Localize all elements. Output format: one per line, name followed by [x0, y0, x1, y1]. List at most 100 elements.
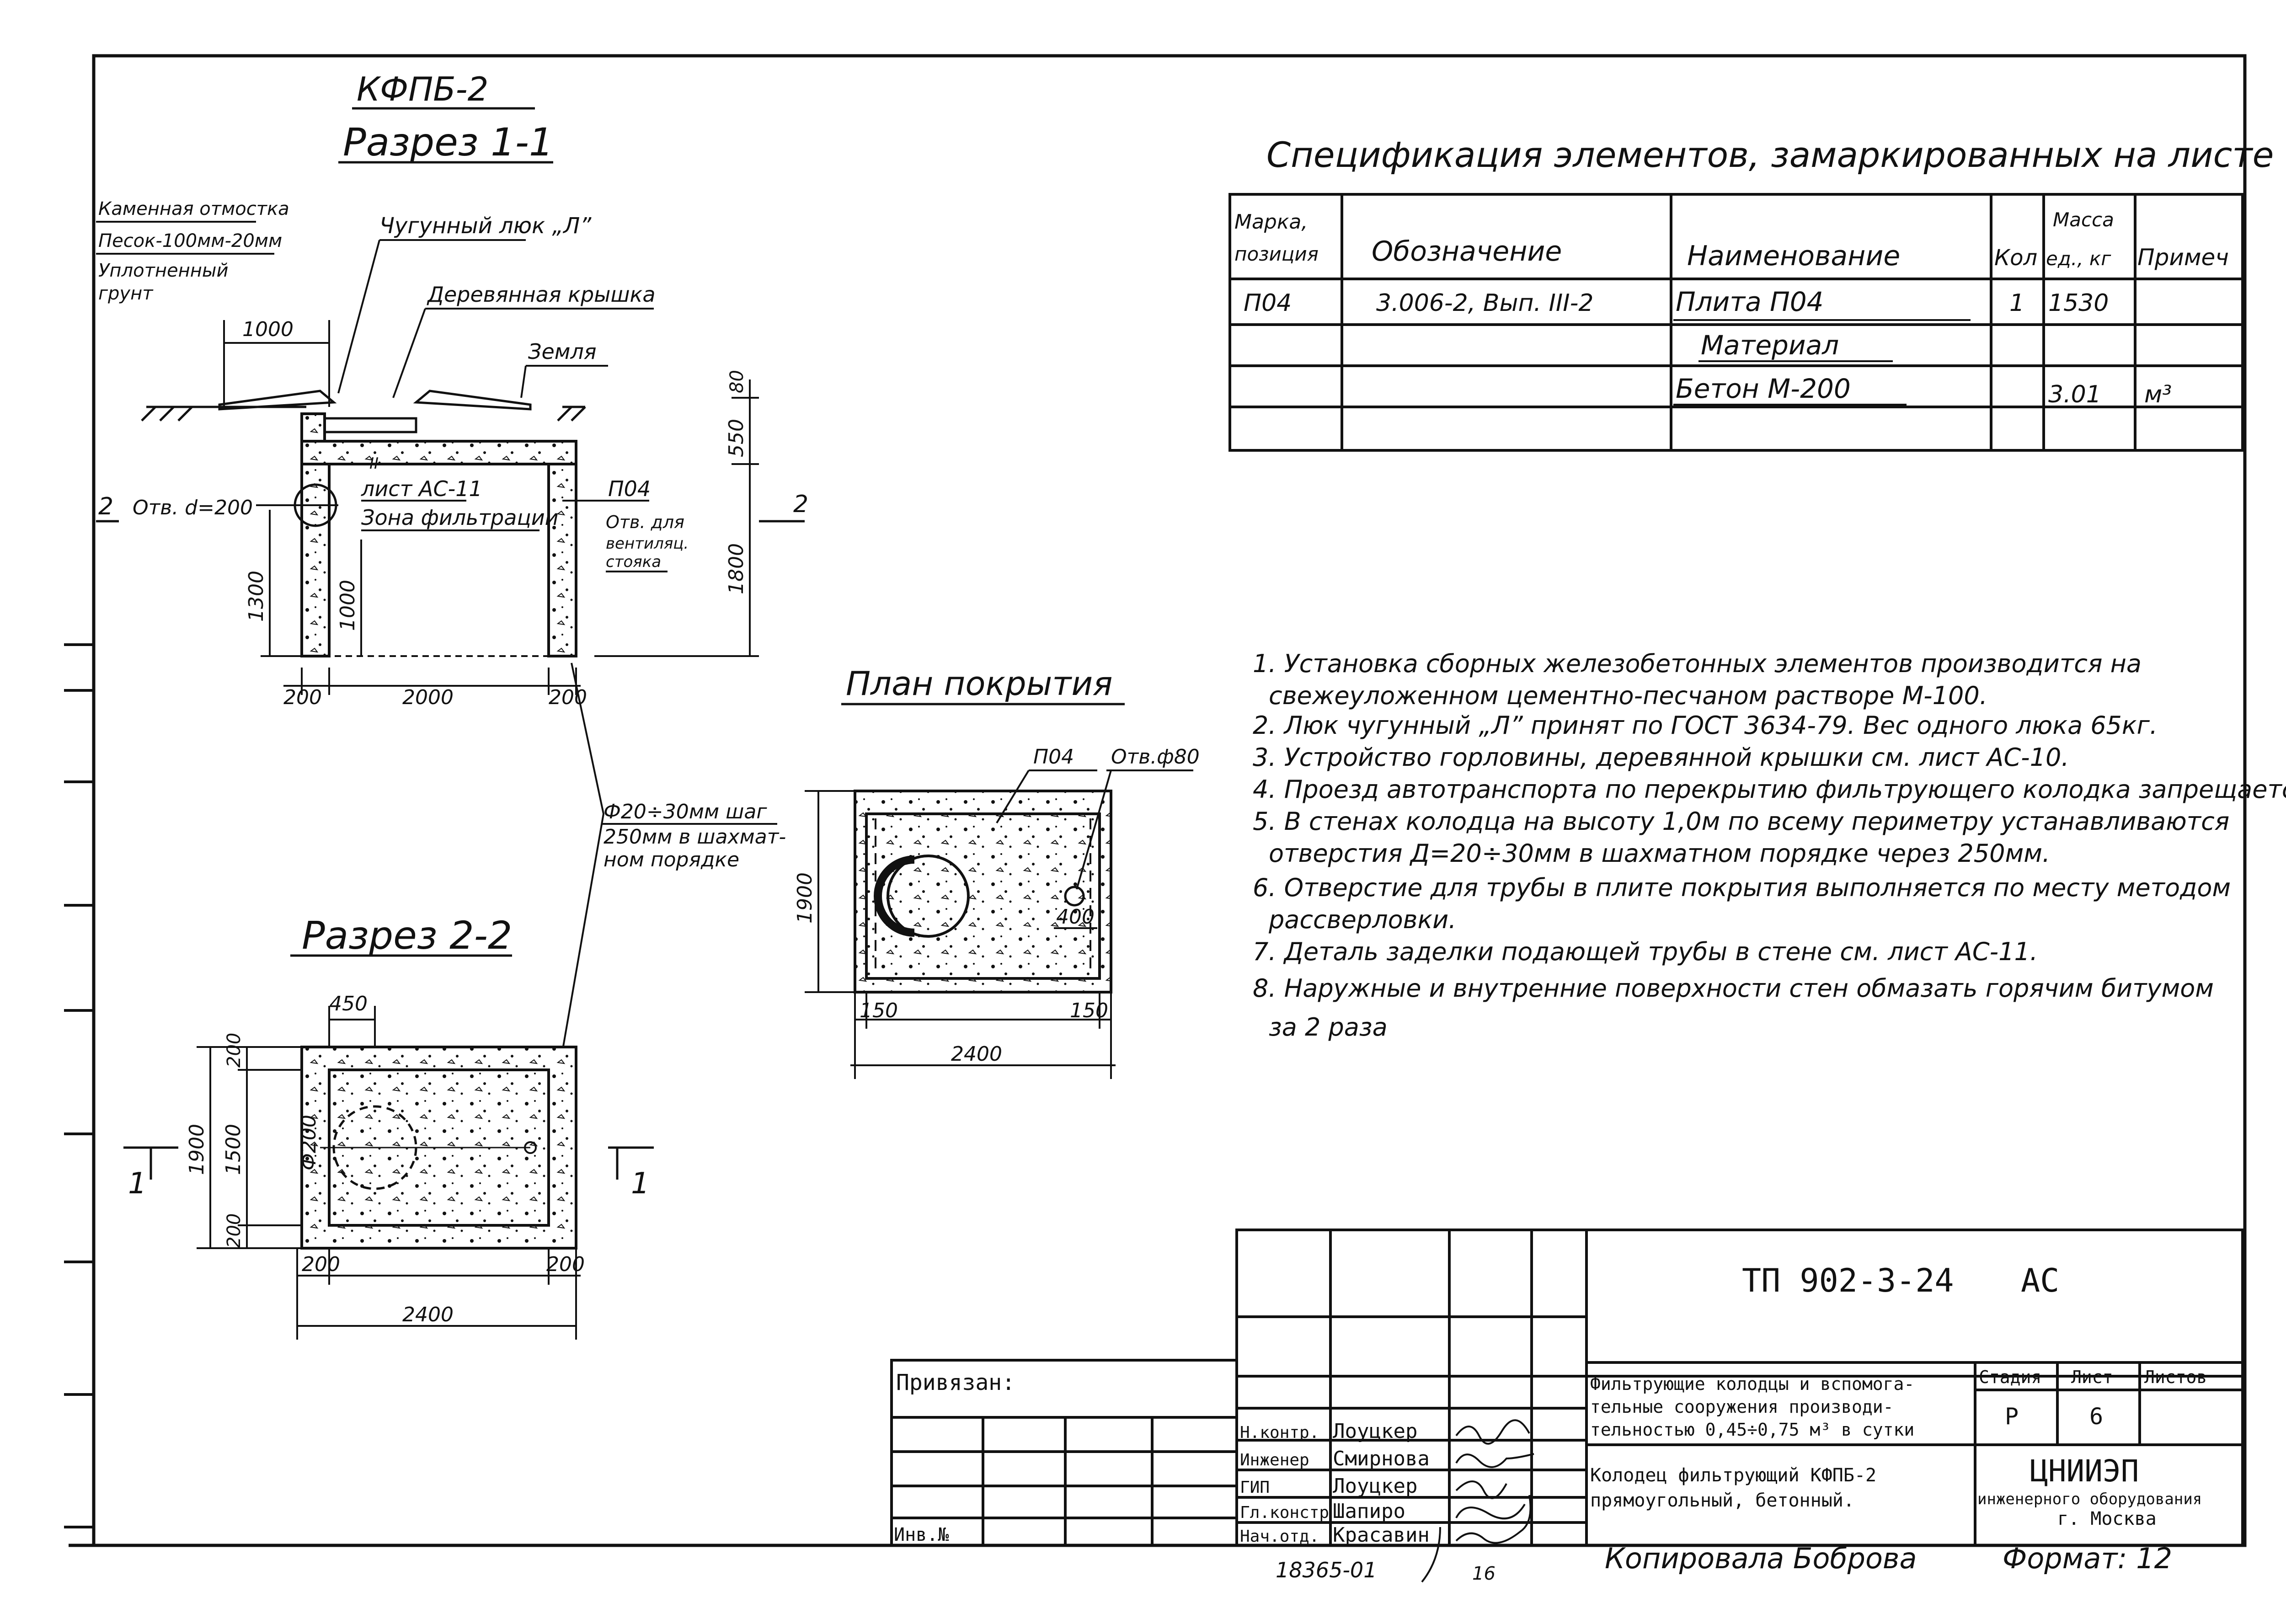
plan-label-hole: Отв.ф80	[1111, 745, 1200, 769]
stage-value: Р	[2005, 1403, 2019, 1430]
label-soil: грунт	[98, 283, 154, 304]
spec-header-mass-unit: ед., кг	[2046, 247, 2111, 270]
staff-role: Нач.отд.	[1240, 1527, 1319, 1546]
dim-1800: 1800	[725, 543, 748, 594]
dim-80: 80	[726, 370, 748, 393]
section-code: АС	[2021, 1262, 2059, 1299]
copied-by: Копировала Боброва	[1605, 1542, 1917, 1575]
spec-cell-mass: 1530	[2048, 289, 2109, 317]
left-wall	[300, 463, 331, 657]
sheets-label: Листов	[2144, 1367, 2207, 1387]
note-line: 7. Деталь заделки подающей трубы в стене…	[1253, 937, 2038, 966]
dim-550: 550	[725, 419, 748, 457]
main-title: КФПБ-2	[357, 70, 488, 108]
cut-2-right: 2	[793, 491, 808, 518]
sheet-label: Лист	[2071, 1367, 2113, 1387]
label-vent-1: Отв. для	[606, 512, 684, 532]
dim-1000-inner: 1000	[336, 580, 359, 631]
spec-cell-designation: 3.006-2, Вып. III-2	[1376, 289, 1593, 317]
label-sand: Песок-100мм-20мм	[98, 230, 282, 251]
slab-section	[300, 440, 577, 465]
label-vent-2: вентиляц.	[606, 534, 689, 553]
organization-name: ЦНИИЭП	[2030, 1453, 2139, 1489]
plan-slab-inner	[865, 812, 1101, 980]
plan-label-slab: П04	[1033, 745, 1074, 769]
staff-name: Красавин	[1333, 1523, 1430, 1547]
spec-cell-concrete: Бетон М-200	[1676, 373, 1851, 404]
spec-header-designation: Обозначение	[1372, 235, 1562, 267]
label-sheet-ref: лист АС-11	[361, 476, 482, 501]
spec-cell-name: Плита П04	[1676, 286, 1824, 317]
staff-role: ГИП	[1240, 1478, 1270, 1497]
note-line: 4. Проезд автотранспорта по перекрытию ф…	[1253, 775, 2286, 804]
holes-note-3: ном порядке	[604, 848, 739, 871]
format-label: Формат: 12	[2003, 1542, 2172, 1575]
spec-cell-material: Материал	[1701, 330, 1839, 361]
spec-cell-unit: м³	[2144, 381, 2172, 408]
project-code: ТП 902-3-24	[1742, 1262, 1954, 1299]
label-stone-pavement: Каменная отмостка	[98, 198, 289, 219]
dim-200-left: 200	[283, 686, 322, 709]
note-line: рассверловки.	[1268, 905, 1456, 934]
specification: Спецификация элементов, замаркированных …	[1228, 134, 2274, 452]
dim-phi200: Ф200	[297, 1115, 320, 1170]
dim-2400: 2400	[402, 1303, 454, 1326]
vent-hole	[1064, 886, 1085, 907]
spec-header-mass: Масса	[2053, 208, 2114, 231]
organization-sub: инженерного оборудования	[1977, 1490, 2202, 1508]
staff-name: Шапиро	[1333, 1500, 1405, 1523]
right-wall	[547, 463, 577, 657]
staff-name: Лоуцкер	[1333, 1420, 1417, 1443]
plan-dim-150-l: 150	[860, 999, 898, 1022]
dim-1500: 1500	[222, 1124, 245, 1175]
note-line: 1. Установка сборных железобетонных элем…	[1253, 649, 2142, 678]
section-2-2: Разрез 2-2 1 1 450	[123, 913, 654, 1340]
inventory-label: Инв.№	[894, 1524, 949, 1545]
note-line: 3. Устройство горловины, деревянной крыш…	[1253, 743, 2069, 772]
note-line: 5. В стенах колодца на высоту 1,0м по вс…	[1253, 807, 2229, 836]
signature	[1455, 1503, 1526, 1520]
signature	[1455, 1419, 1530, 1445]
stage-label: Стадия	[1979, 1367, 2041, 1387]
privyazan-label: Привязан:	[896, 1370, 1015, 1395]
staff-role: Инженер	[1240, 1451, 1309, 1469]
dim-1300: 1300	[245, 571, 268, 622]
plan-dim-2400: 2400	[951, 1042, 1002, 1066]
plan-slab-outer	[854, 790, 1112, 994]
staff-role: Н.контр.	[1240, 1423, 1319, 1442]
cut-1-left: 1	[128, 1167, 147, 1201]
organization-city: г. Москва	[2057, 1508, 2157, 1529]
title-block: ТП 902-3-24 АС Привязан: Инв.№ Н.контр. …	[890, 1229, 2244, 1547]
spec-cell-mark: П04	[1244, 289, 1292, 317]
dim-200-l: 200	[302, 1253, 340, 1276]
holes-note-2: 250мм в шахмат-	[604, 825, 786, 849]
dim-200-bottom: 200	[224, 1213, 245, 1248]
sheet-desc-top-3: тельностью 0,45÷0,75 м³ в сутки	[1590, 1420, 1914, 1440]
label-compacted: Уплотненный	[98, 260, 229, 281]
holes-note: Ф20÷30мм шаг 250мм в шахмат- ном порядке	[561, 662, 786, 1052]
spec-header-mark: Марка,	[1234, 210, 1308, 234]
plan-dim-1900: 1900	[793, 872, 817, 924]
dim-200-r: 200	[546, 1253, 585, 1276]
spec-title: Спецификация элементов, замаркированных …	[1266, 134, 2274, 175]
section-1-title: Разрез 1-1	[343, 120, 553, 165]
staff-role: Гл.констр	[1240, 1503, 1329, 1522]
doc-number: 18365-01	[1276, 1558, 1377, 1582]
spec-header-name: Наименование	[1687, 240, 1900, 272]
spec-header-position: позиция	[1234, 243, 1319, 265]
plan-dim-150-r: 150	[1070, 999, 1108, 1022]
hatch-opening	[887, 855, 970, 938]
dim-200-top: 200	[224, 1033, 245, 1068]
label-wood-lid: Деревянная крышка	[427, 282, 656, 307]
sheet-value: 6	[2089, 1403, 2103, 1430]
plan-title: План покрытия	[846, 664, 1112, 703]
cut-2-left: 2	[98, 493, 113, 520]
note-line: отверстия Д=20÷30мм в шахматном порядке …	[1269, 839, 2050, 868]
label-slab: П04	[608, 476, 651, 501]
sheet-desc-bottom-1: Колодец фильтрующий КФПБ-2	[1590, 1465, 1876, 1486]
staff-name: Лоуцкер	[1333, 1474, 1417, 1498]
spec-header-qty: Кол	[1994, 245, 2037, 271]
spec-cell-volume: 3.01	[2048, 381, 2101, 408]
staff-name: Смирнова	[1333, 1447, 1430, 1470]
